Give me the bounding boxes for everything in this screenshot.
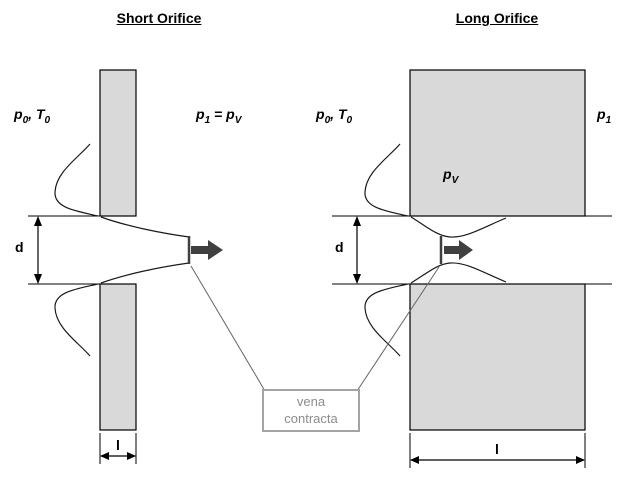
long-diameter-label: d	[335, 239, 344, 255]
vena-contracta-text-line2: contracta	[284, 410, 338, 426]
vena-contracta-leader-right	[356, 266, 440, 392]
long-jet-boundary-lower	[410, 262, 507, 284]
long-downstream-pressure-label: p1	[597, 106, 612, 126]
vena-contracta-leader-left	[190, 265, 266, 392]
short-orifice-title: Short Orifice	[116, 10, 202, 26]
short-orifice-group	[28, 69, 223, 464]
vena-contracta-text-line1: vena	[296, 394, 326, 410]
short-diameter-label: d	[15, 239, 24, 255]
long-upstream-pressure-label: p0, T0	[316, 106, 353, 126]
short-streamline-upper	[54, 143, 99, 217]
short-length-arrowhead-right	[127, 452, 136, 460]
vena-contracta-callout: vena contracta	[262, 389, 360, 432]
long-block-upper	[409, 69, 586, 217]
short-diameter-arrowhead-top	[34, 216, 42, 226]
short-upstream-pressure-label: p0, T0	[14, 106, 51, 126]
short-jet-boundary-lower	[100, 262, 190, 284]
long-length-arrowhead-left	[410, 456, 419, 464]
short-downstream-pressure-label: p1 = pV	[196, 106, 242, 126]
long-vena-pressure-label: pV	[443, 166, 459, 186]
short-streamline-lower	[54, 283, 99, 357]
long-diameter-arrowhead-top	[353, 216, 361, 226]
long-length-arrowhead-right	[576, 456, 585, 464]
short-diameter-arrowhead-bottom	[34, 274, 42, 284]
short-plate-lower	[99, 283, 137, 431]
long-diameter-arrowhead-bottom	[353, 274, 361, 284]
long-streamline-lower	[364, 283, 409, 357]
long-block-lower	[409, 283, 586, 431]
long-flow-arrow	[444, 240, 473, 260]
long-orifice-group	[332, 69, 612, 468]
short-flow-arrow	[191, 240, 223, 260]
short-length-arrowhead-left	[100, 452, 109, 460]
long-streamline-upper	[364, 143, 409, 217]
short-jet-boundary-upper	[100, 216, 190, 238]
long-jet-boundary-upper	[410, 216, 507, 238]
short-plate-upper	[99, 69, 137, 217]
short-length-label: l	[116, 437, 120, 453]
long-length-label: l	[495, 441, 499, 457]
long-orifice-title: Long Orifice	[455, 10, 539, 26]
